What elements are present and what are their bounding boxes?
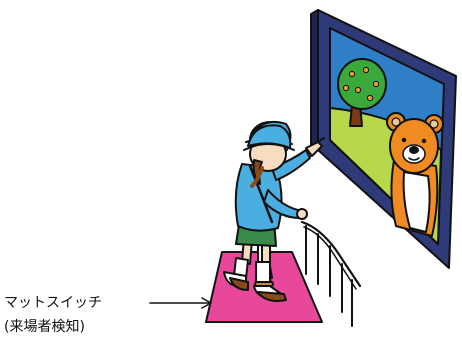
monitor-side (310, 9, 319, 157)
bear-icon (386, 112, 444, 237)
mat-switch-label: マットスイッチ (4, 295, 102, 311)
mat-switch-sublabel: (来場者検知) (4, 319, 85, 335)
label-arrow (149, 297, 212, 309)
stair-railing (300, 220, 362, 327)
display-monitor (310, 9, 457, 269)
child-front (223, 124, 325, 302)
tree-icon (337, 58, 387, 127)
